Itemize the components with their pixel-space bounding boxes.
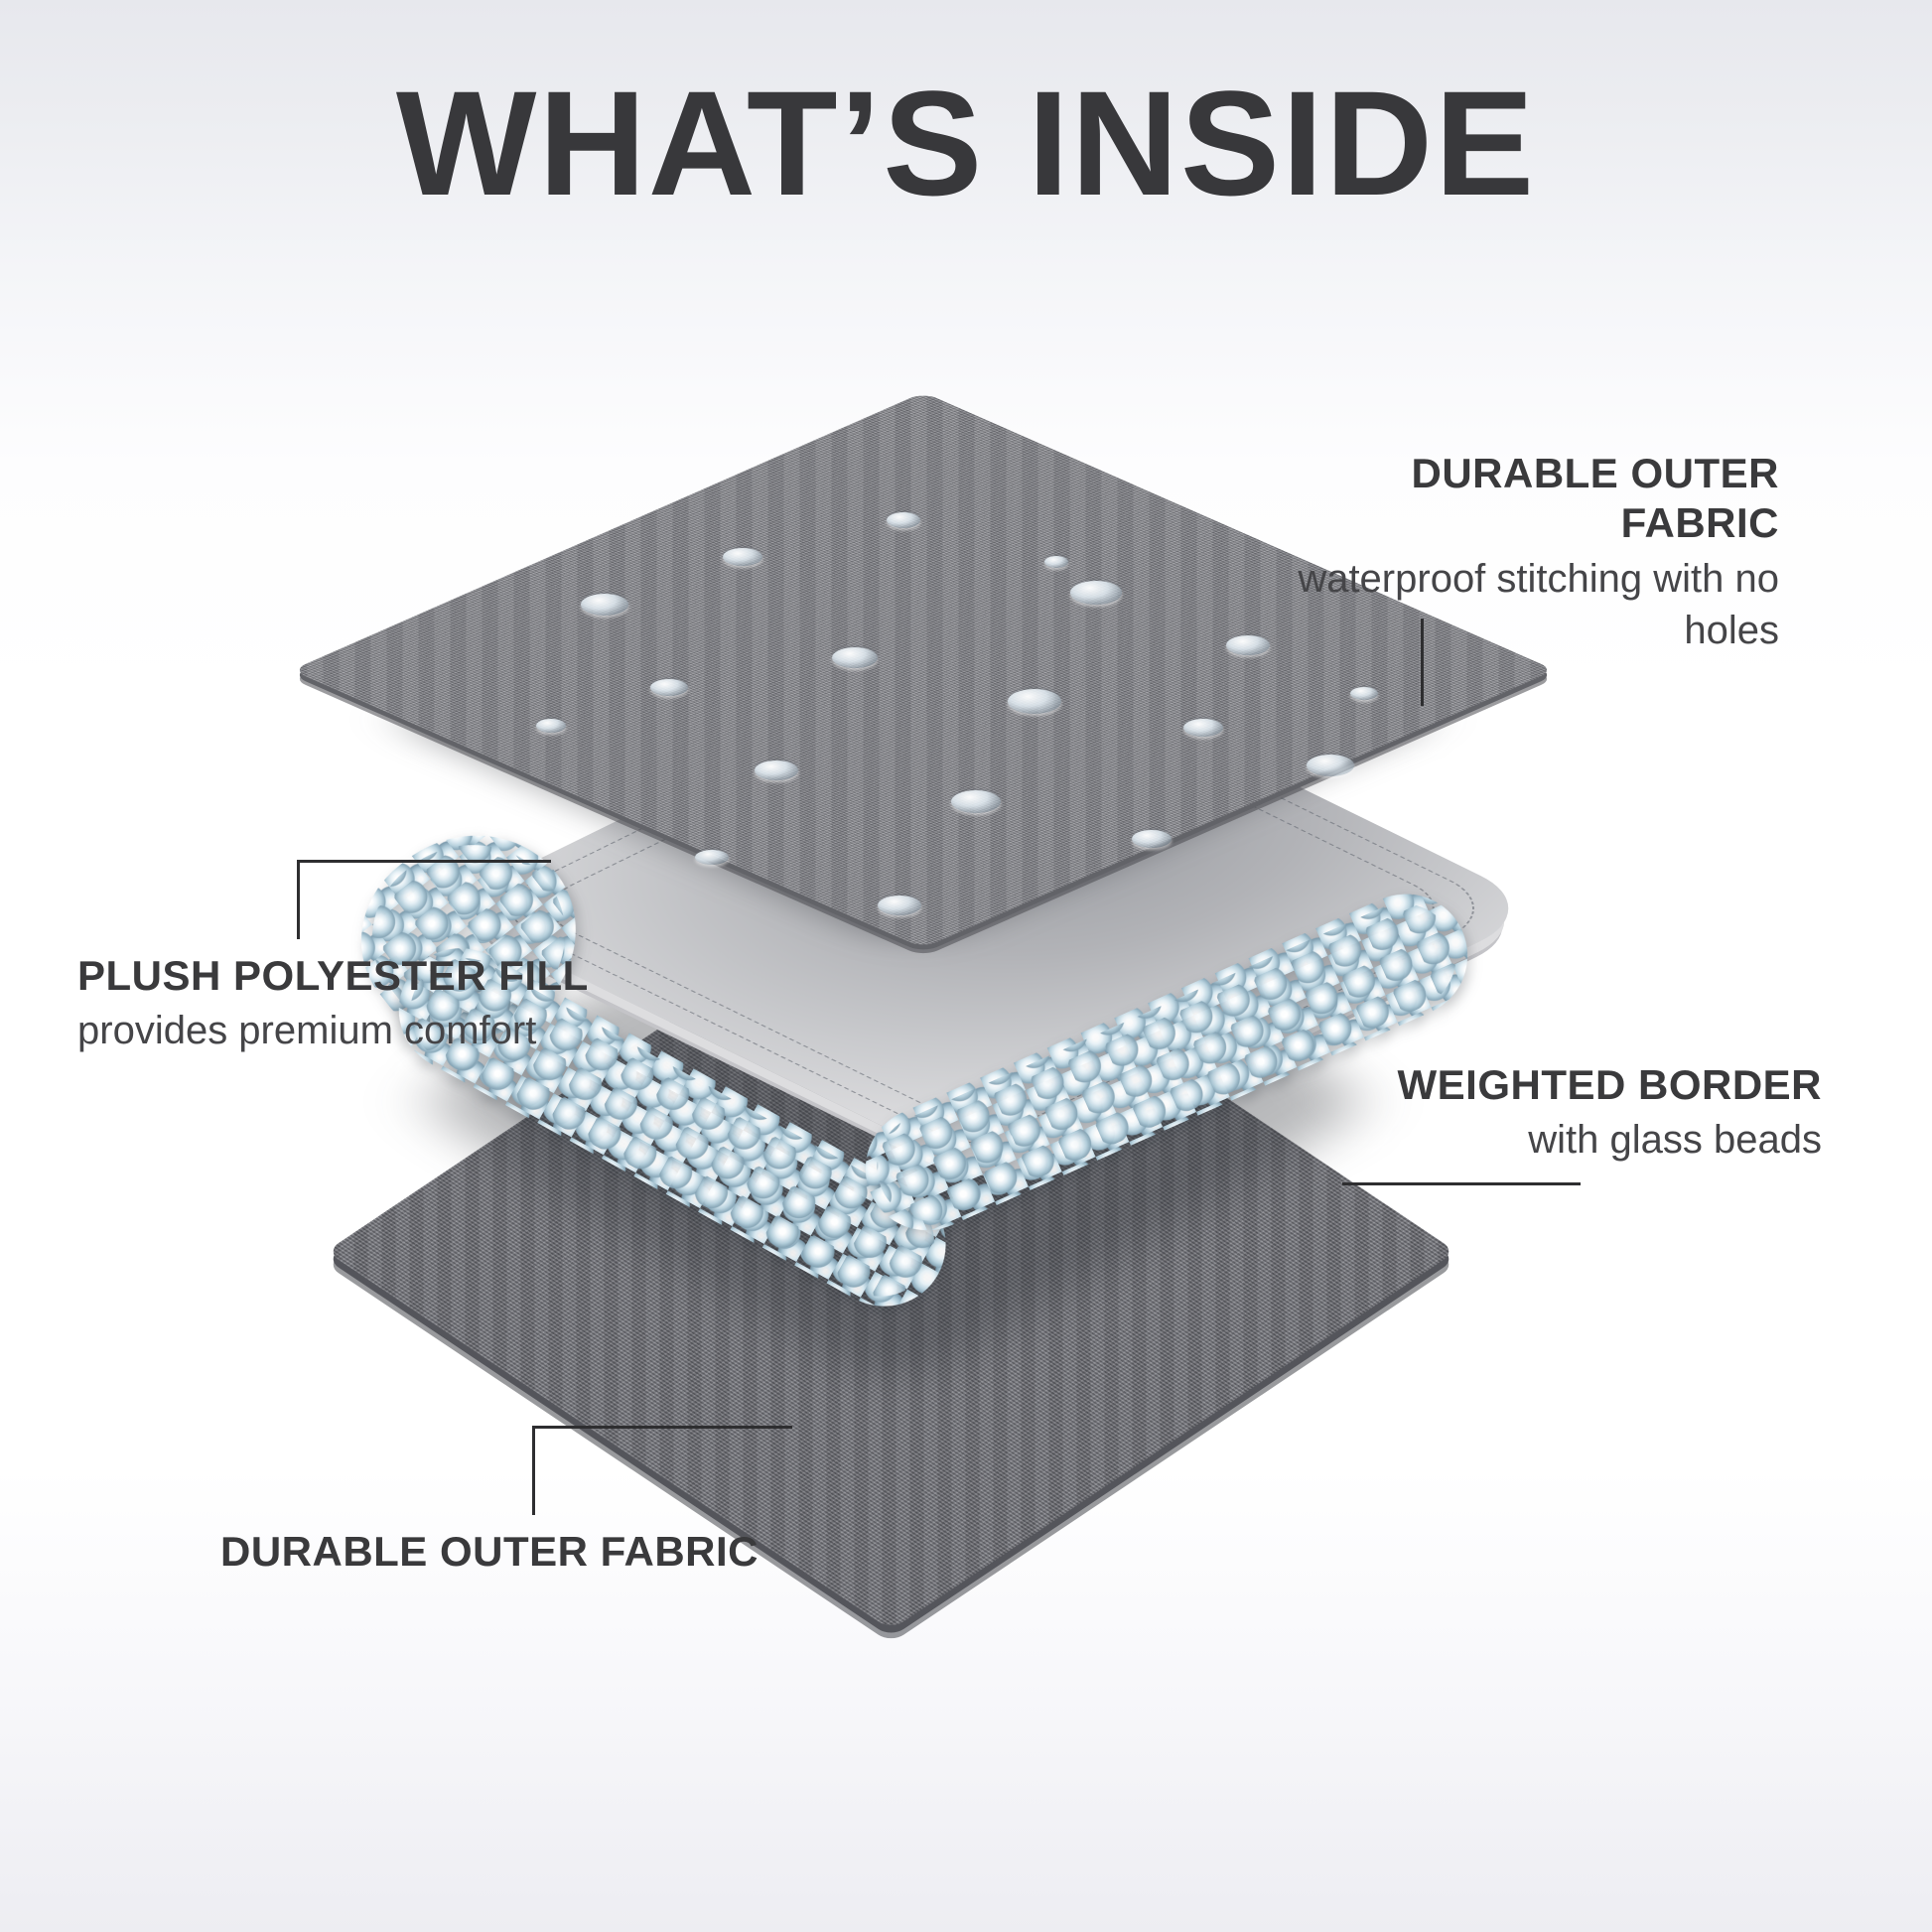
- water-droplet: [650, 679, 688, 696]
- water-droplet: [695, 850, 729, 865]
- water-droplet: [878, 896, 921, 915]
- water-droplet: [832, 647, 878, 668]
- water-droplet: [536, 719, 566, 733]
- water-droplet: [951, 790, 1001, 813]
- callout-top-fabric-heading: DURABLE OUTER FABRIC: [1411, 450, 1779, 547]
- callout-bottom-fabric-heading: DURABLE OUTER FABRIC: [220, 1528, 759, 1575]
- leader-line-weighted-border: [1342, 1182, 1581, 1185]
- callout-polyester-fill-description: provides premium comfort: [77, 1009, 537, 1053]
- leader-line-top-fabric: [1421, 619, 1424, 706]
- water-droplet: [887, 512, 920, 528]
- water-droplet: [1226, 635, 1270, 655]
- leader-line-bottom-fabric: [532, 1426, 792, 1429]
- water-droplet: [1307, 755, 1354, 776]
- callout-weighted-border-heading: WEIGHTED BORDER: [1397, 1061, 1822, 1108]
- callout-bottom-fabric: DURABLE OUTER FABRIC: [220, 1527, 915, 1577]
- leader-line-polyester-fill: [297, 860, 300, 939]
- leader-line-bottom-fabric: [532, 1426, 535, 1515]
- callout-weighted-border-description: with glass beads: [1528, 1118, 1822, 1163]
- callout-polyester-fill-heading: PLUSH POLYESTER FILL: [77, 952, 589, 999]
- callout-top-fabric-description: waterproof stitching with no holes: [1298, 556, 1779, 652]
- water-droplet: [1350, 687, 1378, 700]
- callout-weighted-border: WEIGHTED BORDER with glass beads: [1266, 1060, 1823, 1166]
- water-droplet: [1044, 556, 1068, 568]
- page-title: WHAT’S INSIDE: [395, 60, 1537, 226]
- water-droplet: [1183, 719, 1223, 737]
- leader-line-polyester-fill: [297, 860, 551, 863]
- water-droplet: [723, 548, 762, 566]
- water-droplet: [1132, 830, 1172, 848]
- callout-top-fabric: DURABLE OUTER FABRIC waterproof stitchin…: [1263, 449, 1779, 656]
- water-droplet: [755, 760, 798, 780]
- water-droplet: [1070, 581, 1122, 605]
- callout-polyester-fill: PLUSH POLYESTER FILL provides premium co…: [77, 951, 633, 1056]
- water-droplet: [1008, 689, 1061, 714]
- water-droplet: [581, 594, 628, 616]
